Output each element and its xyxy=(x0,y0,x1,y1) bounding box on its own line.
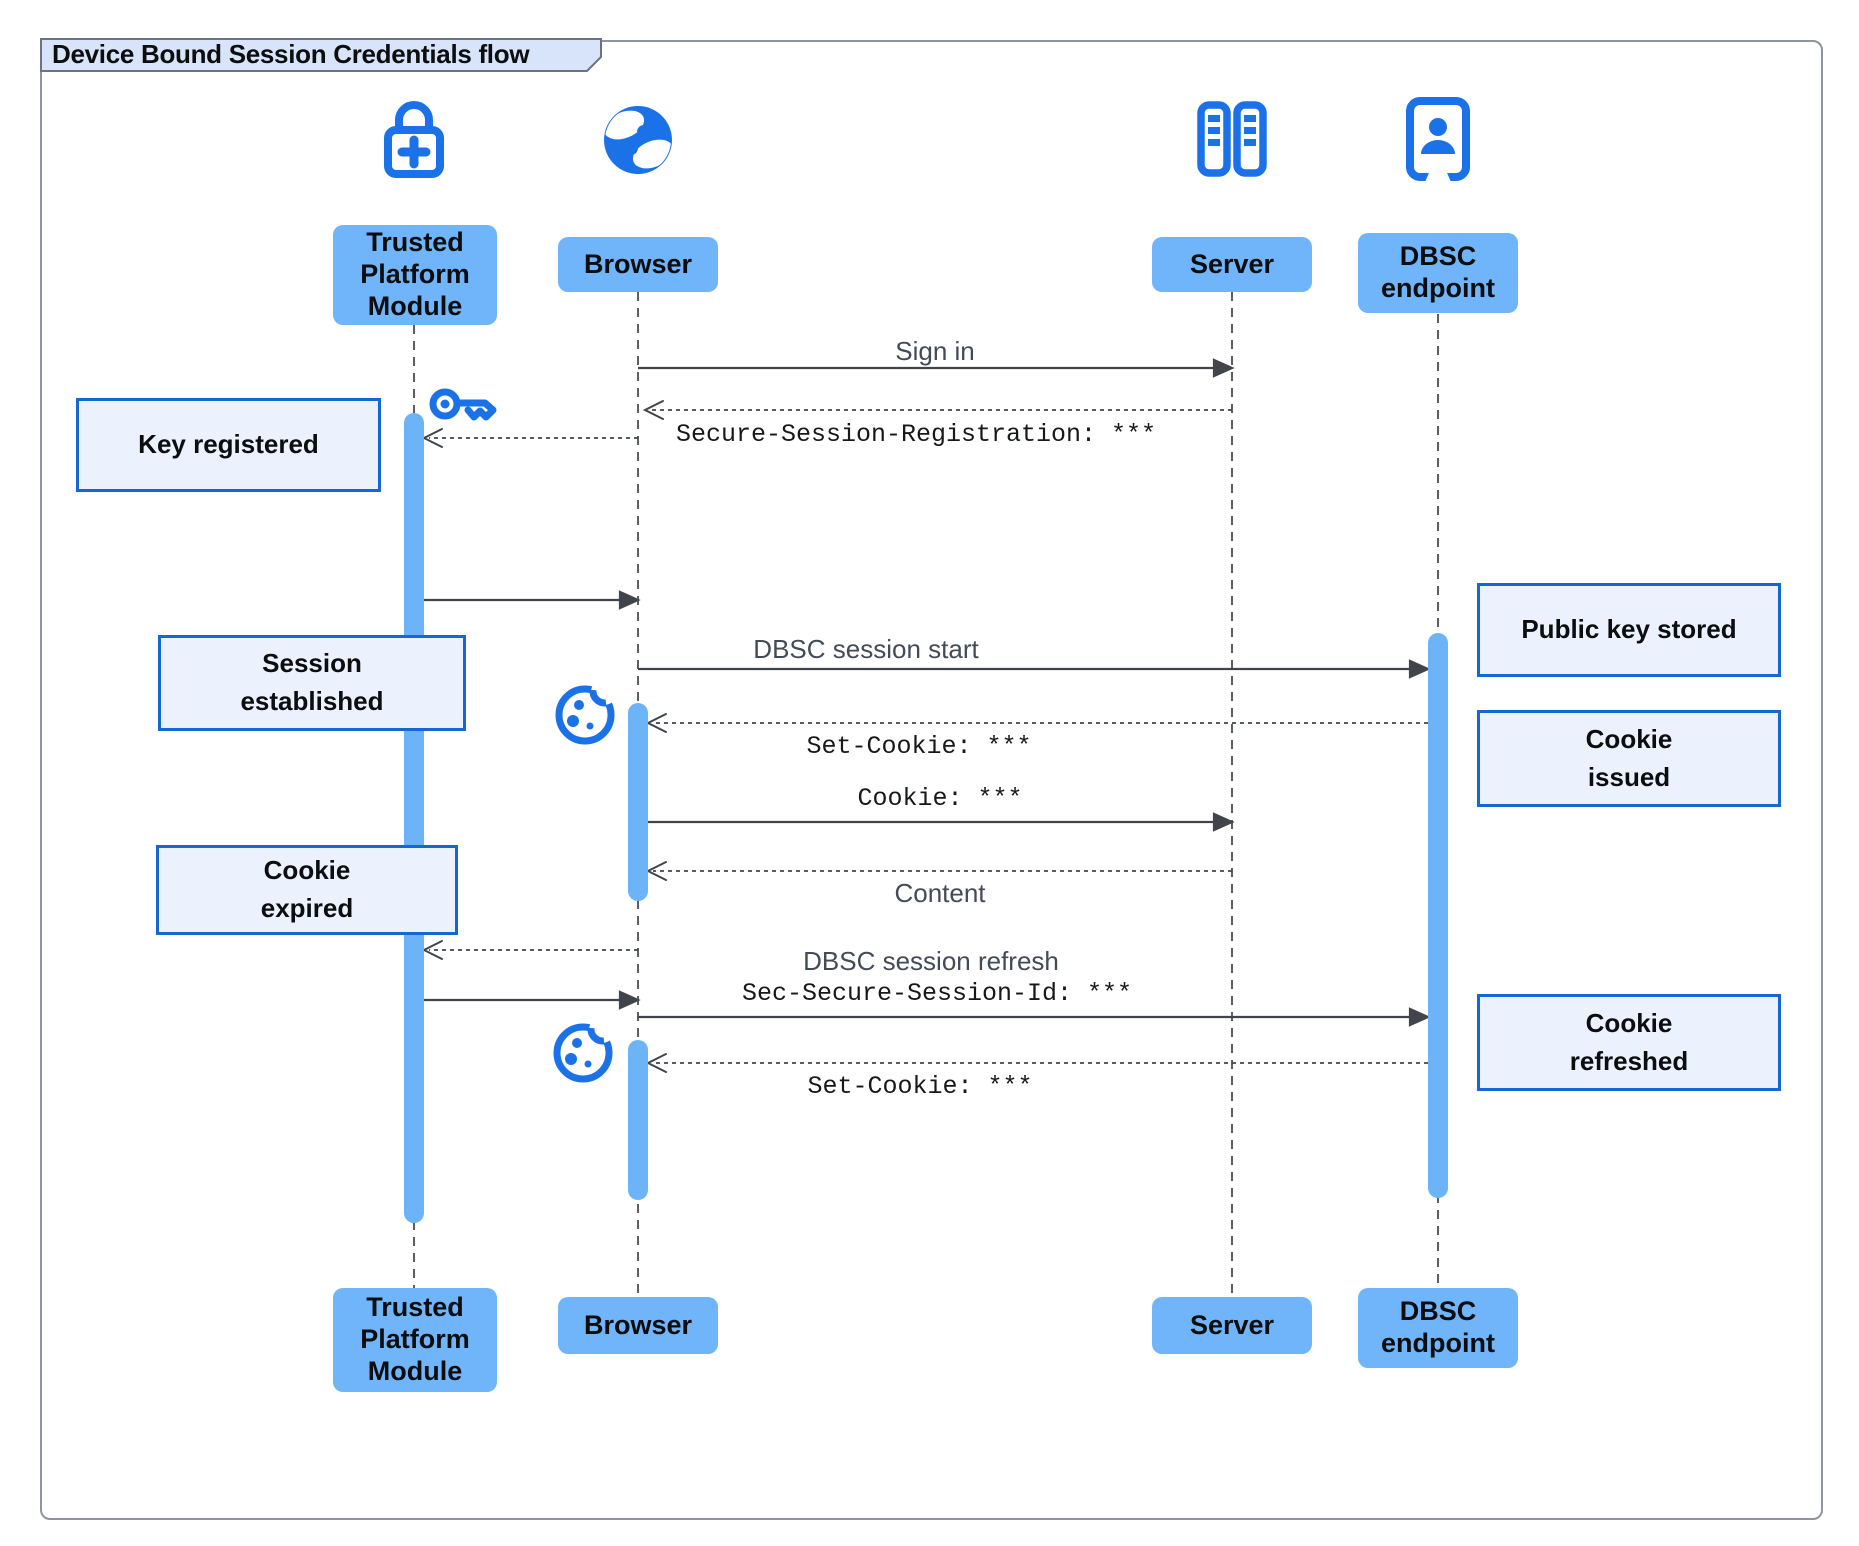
diagram-title-tab: Device Bound Session Credentials flow xyxy=(40,38,602,72)
label-set-cookie-1: Set-Cookie: *** xyxy=(806,732,1032,761)
person-badge-icon xyxy=(1402,96,1474,182)
lock-plus-icon xyxy=(376,92,452,180)
actor-tpm-top: Trusted Platform Module xyxy=(333,225,497,325)
note-cookie-expired: Cookie expired xyxy=(156,845,458,935)
globe-icon xyxy=(600,102,676,178)
label-sign-in: Sign in xyxy=(895,336,975,366)
label-sec-secure-session-id: Sec-Secure-Session-Id: *** xyxy=(741,979,1133,1008)
activation-browser-1 xyxy=(628,703,648,901)
note-session-established: Session established xyxy=(158,635,466,731)
label-content: Content xyxy=(894,878,986,908)
actor-server-bottom: Server xyxy=(1152,1297,1312,1354)
title-tab-shape xyxy=(40,38,602,72)
activation-dbsc xyxy=(1428,633,1448,1198)
actor-dbsc-top: DBSC endpoint xyxy=(1358,233,1518,313)
server-rack-icon xyxy=(1192,100,1272,180)
actor-tpm-bottom: Trusted Platform Module xyxy=(333,1288,497,1392)
label-dbsc-session-refresh: DBSC session refresh xyxy=(803,946,1059,976)
cookie-icon xyxy=(551,679,619,747)
note-cookie-issued: Cookie issued xyxy=(1477,710,1781,807)
actor-browser-top: Browser xyxy=(558,237,718,292)
diagram-title: Device Bound Session Credentials flow xyxy=(52,39,530,69)
label-set-cookie-2: Set-Cookie: *** xyxy=(807,1072,1033,1101)
key-icon xyxy=(428,376,508,428)
note-public-key-stored: Public key stored xyxy=(1477,583,1781,677)
actor-server-top: Server xyxy=(1152,237,1312,292)
activation-browser-2 xyxy=(628,1040,648,1200)
note-cookie-refreshed: Cookie refreshed xyxy=(1477,994,1781,1091)
label-dbsc-session-start: DBSC session start xyxy=(753,634,979,664)
note-key-registered: Key registered xyxy=(76,398,381,492)
label-cookie: Cookie: *** xyxy=(857,784,1023,813)
actor-browser-bottom: Browser xyxy=(558,1297,718,1354)
label-secure-session-registration: Secure-Session-Registration: *** xyxy=(675,420,1157,449)
actor-dbsc-bottom: DBSC endpoint xyxy=(1358,1288,1518,1368)
diagram-border xyxy=(40,40,1823,1520)
activation-tpm xyxy=(404,413,424,1223)
cookie-icon xyxy=(549,1017,617,1085)
